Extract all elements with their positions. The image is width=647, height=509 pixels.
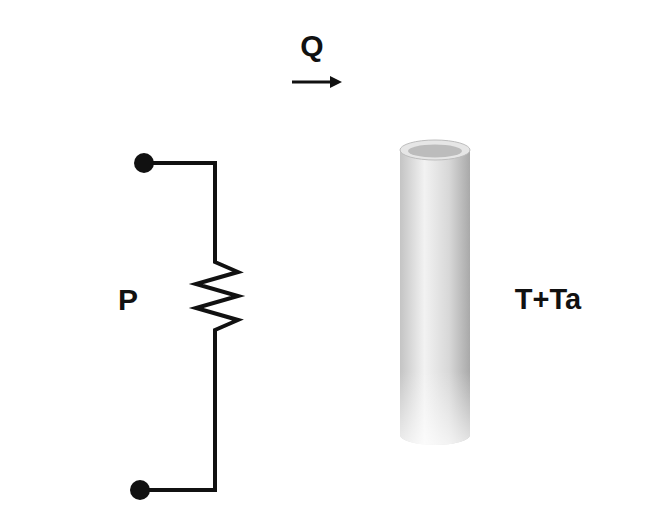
resistor-symbol	[196, 250, 238, 336]
heat-arrow	[292, 76, 342, 88]
tube	[400, 140, 470, 445]
power-label: P	[118, 285, 138, 315]
circuit-wire	[140, 163, 238, 490]
heat-flow-label: Q	[300, 31, 323, 61]
temperature-label: T+Ta	[515, 285, 581, 314]
terminal-dot	[134, 153, 154, 173]
terminal-dot	[130, 480, 150, 500]
